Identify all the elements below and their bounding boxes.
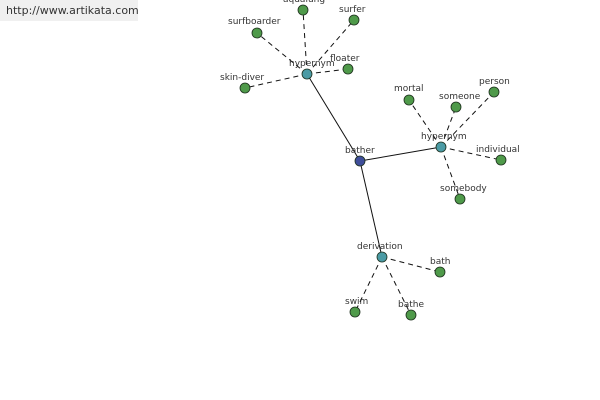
- node-label-floater: floater: [330, 54, 360, 64]
- node-somebody[interactable]: [454, 193, 466, 205]
- edge-derivation-bathe: [381, 256, 412, 316]
- edge-hyp_right-mortal: [408, 99, 442, 148]
- edge-hyp_right-someone: [440, 106, 457, 148]
- node-hyp-top[interactable]: [301, 68, 313, 80]
- node-mortal[interactable]: [403, 94, 415, 106]
- node-label-aqualung: aqualung: [283, 0, 325, 5]
- edge-hyp_top-floater: [306, 68, 349, 75]
- node-surfer[interactable]: [348, 14, 360, 26]
- node-bathe[interactable]: [405, 309, 417, 321]
- edge-hyp_top-aqualung: [302, 9, 308, 75]
- edge-derivation-bath: [381, 256, 441, 273]
- edge-hyp_right-somebody: [440, 146, 461, 200]
- node-label-hyp-right: hypernym: [421, 132, 467, 142]
- edges-layer: [244, 9, 502, 316]
- edge-hyp_top-surfboarder: [256, 32, 308, 75]
- node-label-individual: individual: [476, 145, 520, 155]
- site-url-badge[interactable]: http://www.artikata.com: [0, 0, 138, 21]
- edge-hyp_top-surfer: [306, 19, 355, 75]
- node-label-someone: someone: [439, 92, 481, 102]
- node-person[interactable]: [488, 86, 500, 98]
- node-floater[interactable]: [342, 63, 354, 75]
- node-skin-diver[interactable]: [239, 82, 251, 94]
- edge-hyp_top-skin_diver: [244, 73, 308, 89]
- node-someone[interactable]: [450, 101, 462, 113]
- nodes-layer: [239, 4, 507, 321]
- node-label-person: person: [479, 77, 510, 87]
- node-aqualung[interactable]: [297, 4, 309, 16]
- node-label-bather: bather: [345, 146, 375, 156]
- node-surfboarder[interactable]: [251, 27, 263, 39]
- node-label-surfboarder: surfboarder: [228, 17, 281, 27]
- node-label-skin-diver: skin-diver: [220, 73, 264, 83]
- edge-hyp_right-person: [440, 91, 495, 148]
- node-label-hyp-top: hypernym: [289, 59, 335, 69]
- node-label-bathe: bathe: [398, 300, 424, 310]
- labels-layer: bather hypernym hypernym derivation aqualung…: [220, 0, 520, 310]
- edge-bather-hyp_top: [306, 73, 361, 162]
- node-hyp-right[interactable]: [435, 141, 447, 153]
- edge-hyp_right-individual: [440, 146, 502, 161]
- node-individual[interactable]: [495, 154, 507, 166]
- node-label-derivation: derivation: [357, 242, 403, 252]
- node-label-surfer: surfer: [339, 5, 366, 15]
- node-label-mortal: mortal: [394, 84, 424, 94]
- node-label-bath: bath: [430, 257, 450, 267]
- edge-bather-hyp_right: [359, 146, 442, 162]
- node-derivation[interactable]: [376, 251, 388, 263]
- node-label-somebody: somebody: [440, 184, 487, 194]
- edge-derivation-swim: [354, 256, 383, 313]
- node-swim[interactable]: [349, 306, 361, 318]
- node-bath[interactable]: [434, 266, 446, 278]
- node-label-swim: swim: [345, 297, 368, 307]
- edge-bather-derivation: [359, 160, 383, 258]
- node-bather[interactable]: [354, 155, 366, 167]
